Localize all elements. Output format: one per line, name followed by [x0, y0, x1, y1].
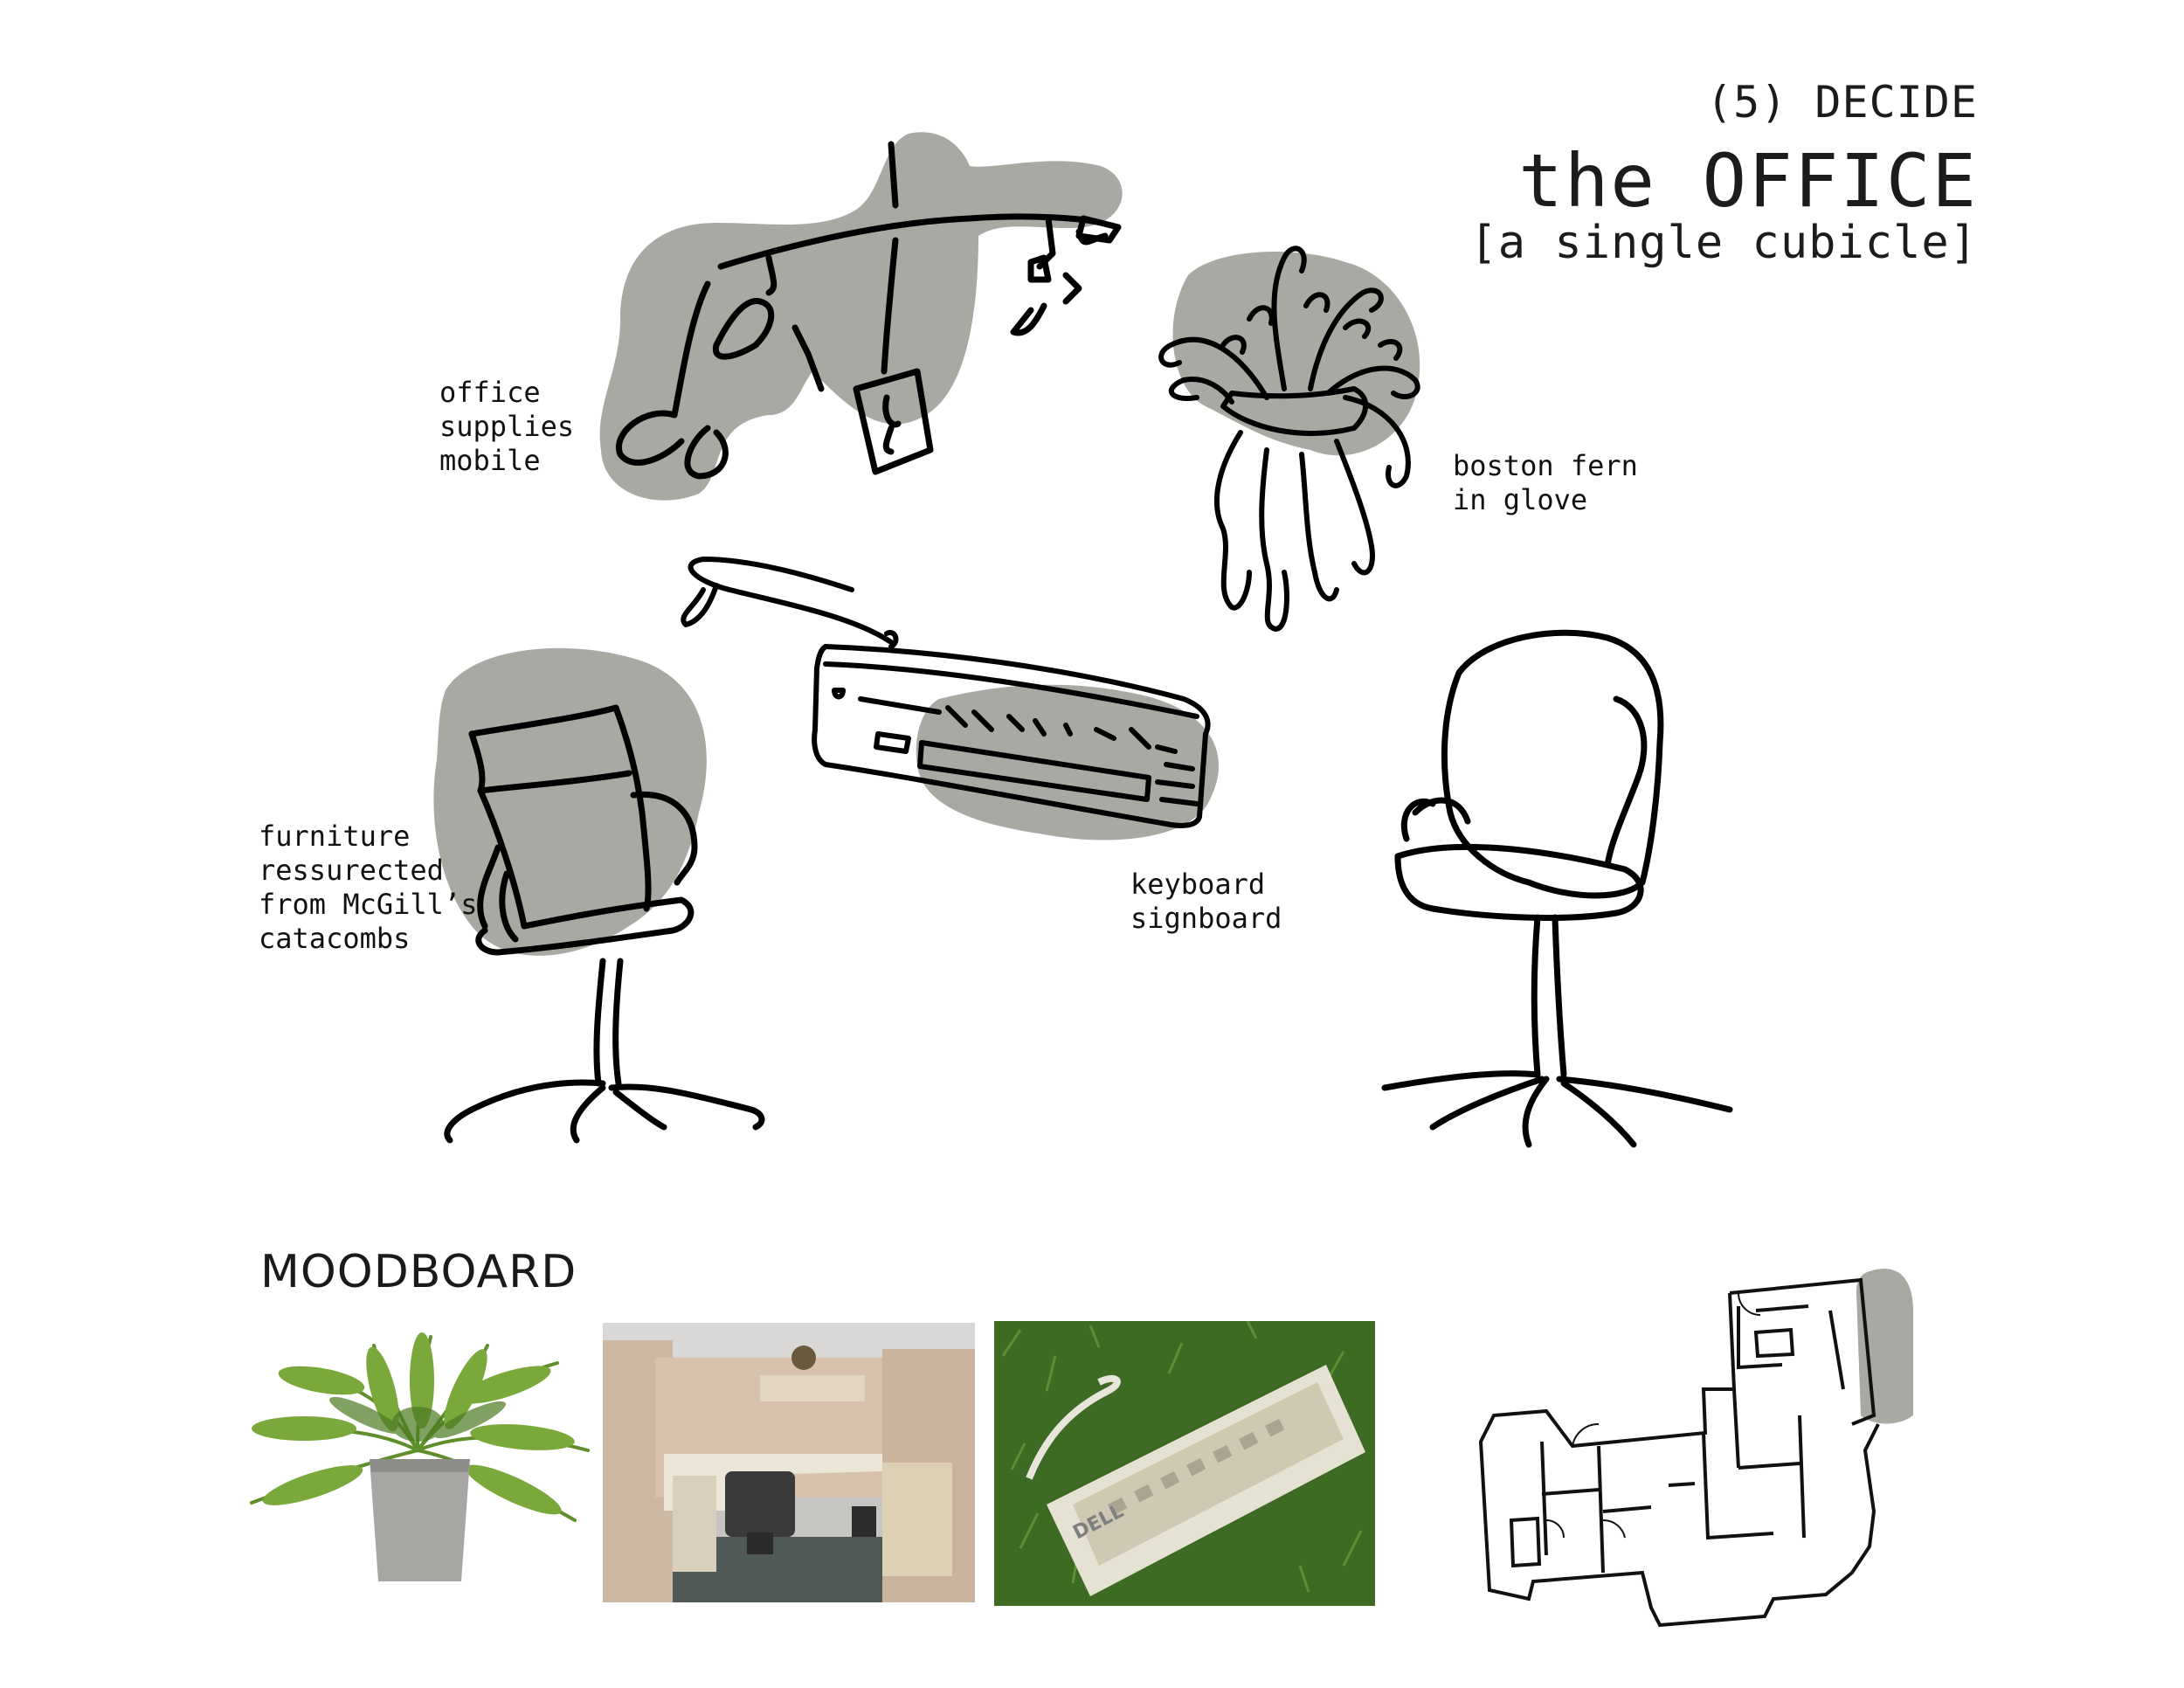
right-chair-sketch	[1381, 629, 1733, 1148]
furniture-label: furniture ressurected from McGill’s cata…	[259, 820, 478, 955]
cubicle-photo	[603, 1323, 975, 1602]
moodboard-title: MOODBOARD	[260, 1246, 577, 1298]
boston-fern-label: boston fern in glove	[1453, 449, 1638, 516]
fern-photo	[250, 1332, 590, 1581]
office-supplies-mobile-sketch	[599, 132, 1123, 501]
keyboard-on-grass-photo: DELL	[994, 1321, 1375, 1606]
floor-plan-drawing	[1478, 1269, 1913, 1628]
left-chair-sketch	[433, 647, 765, 1144]
boston-fern-glove-sketch	[1158, 246, 1420, 632]
keyboard-signboard-sketch	[681, 557, 1220, 841]
step-heading: (5) DECIDE	[1705, 77, 1978, 128]
page-subtitle: [a single cubicle]	[1469, 217, 1978, 269]
office-supplies-mobile-label: office supplies mobile	[439, 376, 575, 477]
page-title: the OFFICE	[1518, 138, 1978, 224]
keyboard-signboard-label: keyboard signboard	[1130, 868, 1282, 935]
